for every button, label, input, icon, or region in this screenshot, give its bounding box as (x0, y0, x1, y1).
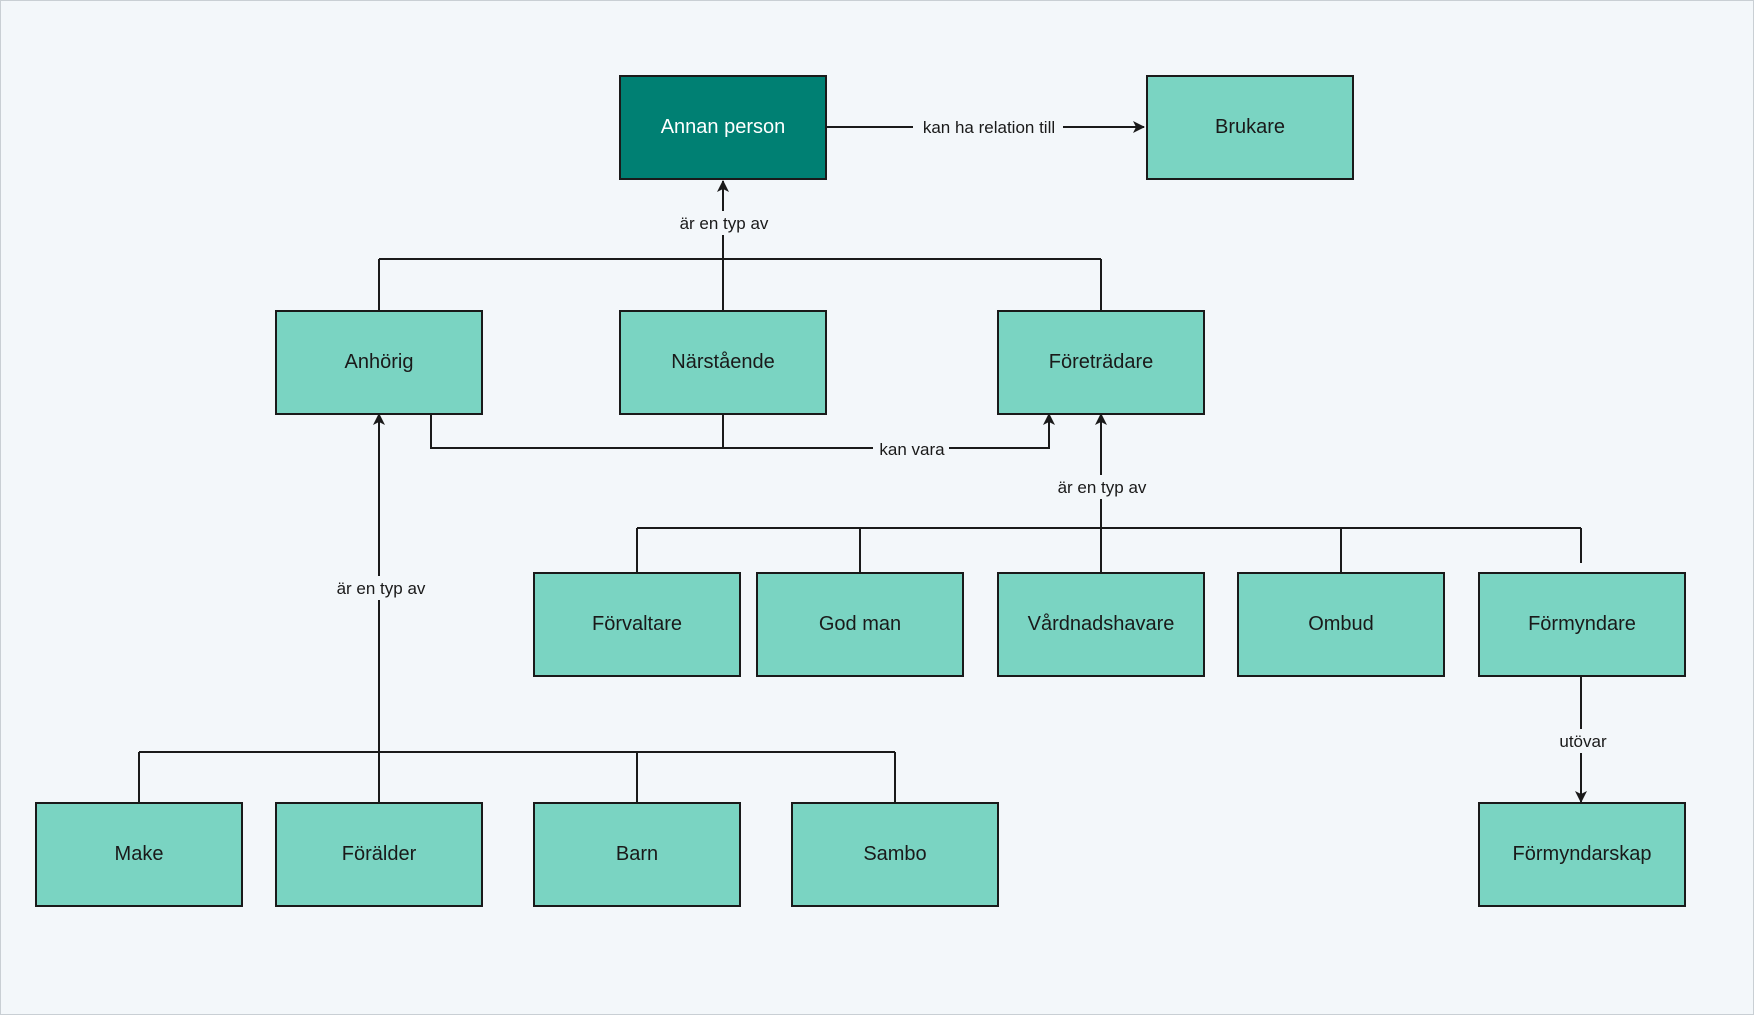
svg-text:är en typ av: är en typ av (1058, 478, 1147, 497)
label-kan-ha-relation-till: kan ha relation till (913, 115, 1063, 139)
svg-text:Anhörig: Anhörig (345, 351, 414, 373)
node-formyndarskap: Förmyndarskap (1478, 802, 1686, 907)
node-god-man: God man (756, 572, 964, 677)
svg-text:Närstående: Närstående (671, 351, 774, 373)
svg-text:utövar: utövar (1559, 732, 1607, 751)
label-utovar: utövar (1551, 729, 1613, 753)
svg-text:Brukare: Brukare (1215, 116, 1285, 138)
node-make: Make (35, 802, 243, 907)
svg-text:Sambo: Sambo (863, 843, 926, 865)
node-ombud: Ombud (1237, 572, 1445, 677)
svg-text:Vårdnadshavare: Vårdnadshavare (1028, 613, 1175, 635)
svg-text:kan ha relation till: kan ha relation till (923, 118, 1055, 137)
svg-text:kan vara: kan vara (879, 440, 945, 459)
node-annan-person: Annan person (619, 75, 827, 180)
svg-text:Förmyndarskap: Förmyndarskap (1513, 843, 1652, 865)
svg-text:Barn: Barn (616, 843, 658, 865)
svg-text:är en typ av: är en typ av (337, 579, 426, 598)
svg-text:Make: Make (115, 843, 164, 865)
edge-kan-vara (430, 413, 1055, 449)
node-sambo: Sambo (791, 802, 999, 907)
svg-text:Annan person: Annan person (661, 116, 786, 138)
label-ar-en-typ-av-anhorig: är en typ av (327, 576, 431, 600)
node-foretradare: Företrädare (997, 310, 1205, 415)
node-forvaltare: Förvaltare (533, 572, 741, 677)
node-narstaende: Närstående (619, 310, 827, 415)
edge-labels: kan ha relation till är en typ av kan va… (327, 115, 1613, 753)
node-barn: Barn (533, 802, 741, 907)
label-ar-en-typ-av-top: är en typ av (671, 211, 775, 235)
svg-text:är en typ av: är en typ av (680, 214, 769, 233)
label-kan-vara: kan vara (873, 437, 949, 461)
nodes: Annan person Brukare Anhörig Närstående … (35, 75, 1686, 907)
svg-text:Företrädare: Företrädare (1049, 351, 1154, 373)
node-vardnadshavare: Vårdnadshavare (997, 572, 1205, 677)
svg-text:Förmyndare: Förmyndare (1528, 613, 1636, 635)
svg-text:Förälder: Förälder (342, 843, 417, 865)
node-foralder: Förälder (275, 802, 483, 907)
node-brukare: Brukare (1146, 75, 1354, 180)
label-ar-en-typ-av-foretradare: är en typ av (1049, 475, 1153, 499)
svg-text:Ombud: Ombud (1308, 613, 1374, 635)
edges (138, 121, 1587, 803)
node-anhorig: Anhörig (275, 310, 483, 415)
node-formyndare: Förmyndare (1478, 572, 1686, 677)
svg-text:Förvaltare: Förvaltare (592, 613, 682, 635)
svg-text:God man: God man (819, 613, 901, 635)
